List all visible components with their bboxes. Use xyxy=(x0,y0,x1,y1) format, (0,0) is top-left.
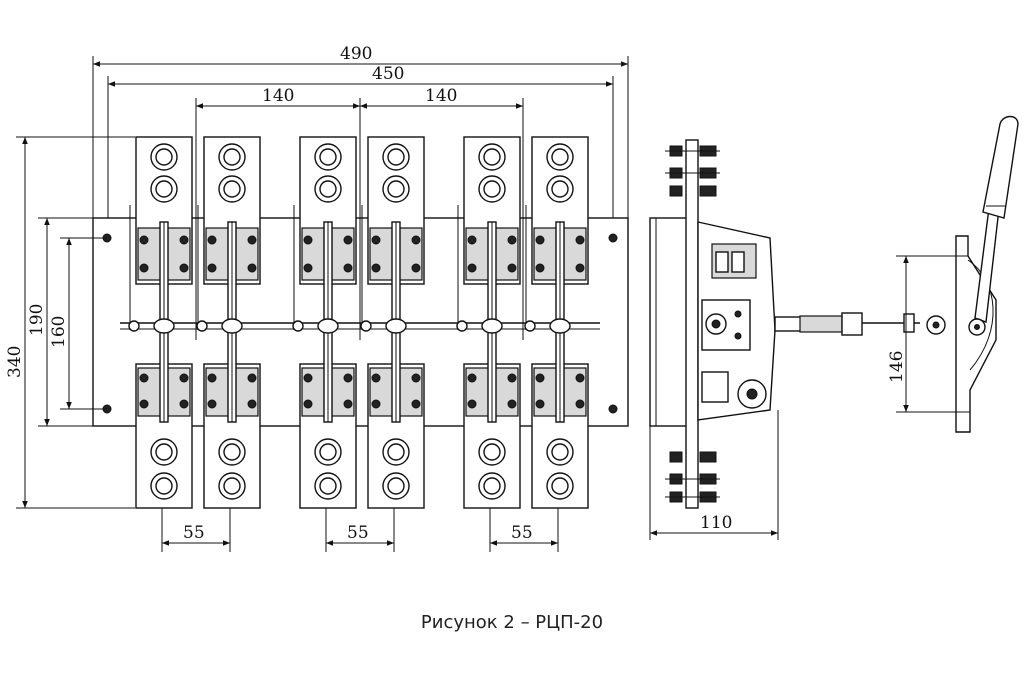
poles-group xyxy=(128,136,589,509)
dim-55-3: 55 xyxy=(511,523,533,543)
dim-190: 190 xyxy=(27,304,47,336)
side-bolts-bottom xyxy=(665,451,720,503)
mount-hole xyxy=(608,404,618,414)
dim-140-left: 140 xyxy=(262,86,294,106)
dim-110: 110 xyxy=(700,513,732,533)
dim-490: 490 xyxy=(340,44,372,64)
dim-450: 450 xyxy=(372,64,404,84)
switch-pole xyxy=(360,136,425,509)
switch-pole xyxy=(196,136,261,509)
switch-pole xyxy=(292,136,357,509)
switch-pole xyxy=(456,136,521,509)
front-view xyxy=(92,136,629,509)
switch-pole xyxy=(128,136,193,509)
dim-55-2: 55 xyxy=(347,523,369,543)
side-view xyxy=(649,139,946,509)
side-busbar xyxy=(685,139,699,509)
dim-160: 160 xyxy=(49,316,69,348)
dim-140-right: 140 xyxy=(425,86,457,106)
figure-caption: Рисунок 2 – РЦП-20 xyxy=(420,612,604,633)
side-bolts-top xyxy=(665,145,720,197)
dim-55-1: 55 xyxy=(183,523,205,543)
switch-pole xyxy=(524,136,589,509)
side-dimensions: 110 xyxy=(649,410,779,540)
dim-340: 340 xyxy=(5,346,25,378)
mount-hole xyxy=(608,233,618,243)
dim-146: 146 xyxy=(887,351,907,383)
handle-grip xyxy=(982,115,1019,219)
handle-assembly: 146 xyxy=(887,115,1019,433)
front-dimensions: 490 450 140 140 340 190 160 55 xyxy=(5,44,629,552)
